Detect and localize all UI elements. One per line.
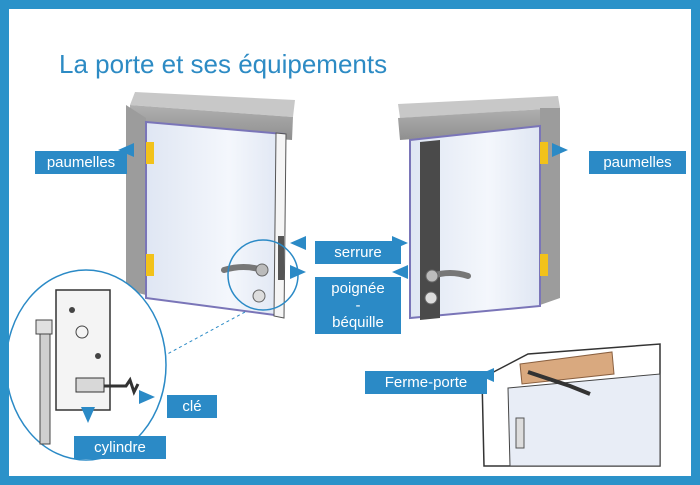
right-door-leaf	[409, 124, 541, 320]
right-door-lintel	[398, 108, 560, 140]
left-door-lintel-top	[130, 92, 295, 117]
lock-strike	[278, 236, 284, 280]
lock-screw	[69, 307, 75, 313]
label-cylindre: cylindre	[74, 436, 166, 459]
label-paumelles-right: paumelles	[589, 151, 686, 174]
closer-hinge	[515, 417, 525, 449]
right-key-rose	[424, 291, 438, 305]
label-poignee-bequille: poignée - béquille	[315, 277, 401, 334]
arrow-paumelles-left	[118, 143, 134, 157]
handle-rose	[255, 263, 269, 277]
label-poignee-line-3: béquille	[332, 314, 384, 331]
arrow-cle	[139, 390, 155, 404]
closer-leaf	[507, 373, 661, 467]
left-door-jamb	[126, 105, 146, 295]
right-door	[398, 96, 560, 320]
key-rose	[252, 289, 266, 303]
label-cle: clé	[167, 395, 217, 418]
lock-screw-2	[95, 353, 101, 359]
arrow-cylindre	[81, 407, 95, 423]
arrow-paumelles-right	[552, 143, 568, 157]
label-serrure: serrure	[315, 241, 401, 264]
left-door-leaf	[145, 120, 286, 318]
right-hinge-top	[540, 142, 548, 164]
closer-arm	[527, 370, 591, 396]
lock-detail	[9, 269, 167, 461]
right-hinge-bottom	[540, 254, 548, 276]
lock-faceplate	[39, 321, 51, 445]
lock-cylinder	[75, 377, 105, 393]
arrow-poignee-left	[290, 265, 306, 279]
lock-latch	[35, 319, 53, 335]
label-poignee-line-2: -	[355, 297, 361, 314]
right-door-lintel-top	[398, 96, 560, 118]
arrow-poignee-right	[392, 265, 408, 279]
door-closer	[481, 343, 661, 467]
label-ferme-porte: Ferme-porte	[365, 371, 487, 394]
lock-key	[104, 376, 140, 396]
left-door-edge	[273, 132, 287, 319]
left-door	[126, 92, 299, 359]
left-hinge-top	[146, 142, 154, 164]
right-handle-rose	[425, 269, 439, 283]
label-paumelles-left: paumelles	[35, 151, 127, 174]
page-title: La porte et ses équipements	[59, 49, 388, 79]
lock-spindle	[75, 325, 89, 339]
left-hinge-bottom	[146, 254, 154, 276]
arrow-serrure-left	[290, 236, 306, 250]
label-poignee-line-1: poignée	[331, 280, 385, 297]
door-illustration	[9, 92, 661, 467]
zoom-leader-line	[159, 311, 246, 359]
